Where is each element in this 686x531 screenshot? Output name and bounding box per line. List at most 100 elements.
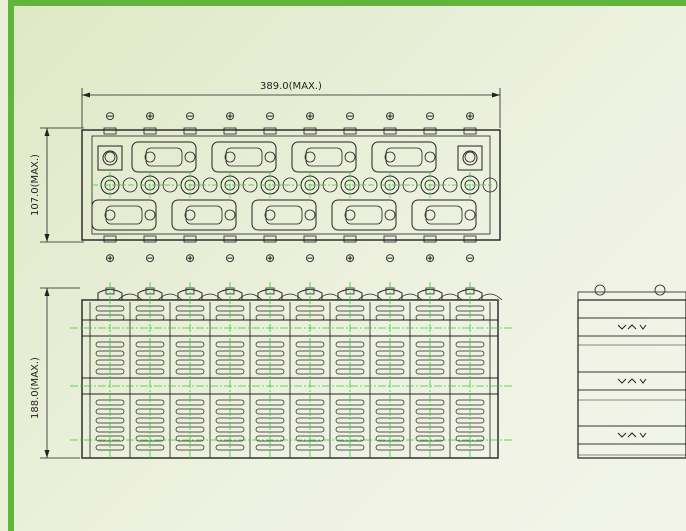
bottom-tab (263, 235, 277, 243)
plate-bolt (424, 209, 436, 221)
bottom-tab (423, 235, 437, 243)
top-tab (143, 127, 157, 135)
plate-bolt (344, 151, 356, 163)
side-clip-mark (617, 378, 647, 384)
plate-bolt (104, 151, 116, 163)
height-dimension: 107.0(MAX.) (30, 127, 84, 243)
top-tab (423, 127, 437, 135)
polarity-symbol-bottom: ⊕ (425, 251, 435, 265)
top-view: 389.0(MAX.) 107.0(MAX.) ⊖⊕⊖⊕⊖⊕⊖⊕⊖⊕ ⊕⊖⊕⊖⊕… (30, 81, 501, 265)
busbar-plate (331, 199, 397, 231)
cell-cap (277, 293, 303, 301)
busbar-inner (425, 205, 463, 225)
bottom-tab (103, 235, 117, 243)
polarity-symbol-top: ⊖ (185, 109, 195, 123)
plate-bolt (464, 209, 476, 221)
depth-dimension: 188.0(MAX.) (30, 287, 80, 459)
busbar-inner (265, 205, 303, 225)
cell-spacer (482, 177, 498, 193)
end-terminal-bolt (462, 150, 478, 166)
side-band (577, 425, 686, 445)
polarity-symbol-bottom: ⊕ (185, 251, 195, 265)
plate-bolt (144, 209, 156, 221)
cell-cap (317, 293, 343, 301)
side-band (577, 317, 686, 337)
busbar-inner (145, 147, 183, 167)
bottom-polarity-row: ⊕ ⊖ ⊕ ⊖ ⊕ ⊖ ⊕ ⊖ ⊕ ⊖ (105, 251, 475, 265)
bottom-tab (343, 235, 357, 243)
busbar-plate (411, 199, 477, 231)
polarity-symbol-bottom: ⊕ (345, 251, 355, 265)
busbar-inner (225, 147, 263, 167)
plate-bolt (264, 151, 276, 163)
top-polarity-row: ⊖⊕⊖⊕⊖⊕⊖⊕⊖⊕ (105, 109, 475, 123)
cell-cap (357, 293, 383, 301)
polarity-symbol-bottom: ⊕ (105, 251, 115, 265)
height-dimension-label: 107.0(MAX.) (30, 154, 41, 216)
polarity-symbol-bottom: ⊖ (225, 251, 235, 265)
busbar-plate (131, 141, 197, 173)
end-terminal (97, 145, 123, 171)
side-view (577, 284, 686, 459)
polarity-symbol-bottom: ⊖ (145, 251, 155, 265)
top-tab (343, 127, 357, 135)
plate-bolt (464, 151, 476, 163)
frame-top-border (8, 0, 686, 6)
busbar-plate (251, 199, 317, 231)
bottom-tab (223, 235, 237, 243)
polarity-symbol-bottom: ⊖ (305, 251, 315, 265)
polarity-symbol-bottom: ⊖ (465, 251, 475, 265)
plate-bolt (184, 151, 196, 163)
cell-cap (197, 293, 223, 301)
bottom-tab (303, 235, 317, 243)
cell-cap (477, 293, 503, 301)
cell-cap (157, 293, 183, 301)
polarity-symbol-bottom: ⊕ (265, 251, 275, 265)
bottom-tab (143, 235, 157, 243)
top-tab (263, 127, 277, 135)
top-tab (383, 127, 397, 135)
side-terminal (654, 284, 666, 296)
plate-bolt (184, 209, 196, 221)
polarity-symbol-top: ⊕ (465, 109, 475, 123)
top-tab (463, 127, 477, 135)
depth-dimension-label: 188.0(MAX.) (30, 357, 41, 419)
busbar-inner (305, 147, 343, 167)
polarity-symbol-top: ⊖ (345, 109, 355, 123)
bottom-tab (183, 235, 197, 243)
plate-bolt (384, 151, 396, 163)
plate-bolt (224, 209, 236, 221)
top-tab (183, 127, 197, 135)
top-view-outline (81, 129, 501, 241)
side-top-plate (577, 291, 686, 301)
busbar-plate (171, 199, 237, 231)
busbar-inner (345, 205, 383, 225)
top-tab (103, 127, 117, 135)
busbar-plate (371, 141, 437, 173)
busbar-inner (105, 205, 143, 225)
busbar-inner (185, 205, 223, 225)
front-view: 188.0(MAX.) (30, 282, 512, 459)
polarity-symbol-top: ⊖ (105, 109, 115, 123)
plate-bolt (104, 209, 116, 221)
cell-cap (117, 293, 143, 301)
polarity-symbol-top: ⊕ (145, 109, 155, 123)
frame-left-border (8, 0, 14, 531)
plate-bolt (304, 209, 316, 221)
top-tab (303, 127, 317, 135)
cell-cap (237, 293, 263, 301)
top-tab (223, 127, 237, 135)
bottom-tab (463, 235, 477, 243)
busbar-plate (211, 141, 277, 173)
side-clip-mark (617, 324, 647, 330)
busbar-inner (385, 147, 423, 167)
plate-bolt (224, 151, 236, 163)
plate-bolt (304, 151, 316, 163)
polarity-symbol-top: ⊕ (225, 109, 235, 123)
cell-cap (397, 293, 423, 301)
busbar-plate (291, 141, 357, 173)
top-view-cells (91, 127, 498, 243)
plate-bolt (424, 151, 436, 163)
polarity-symbol-bottom: ⊖ (385, 251, 395, 265)
end-terminal-bolt (102, 150, 118, 166)
